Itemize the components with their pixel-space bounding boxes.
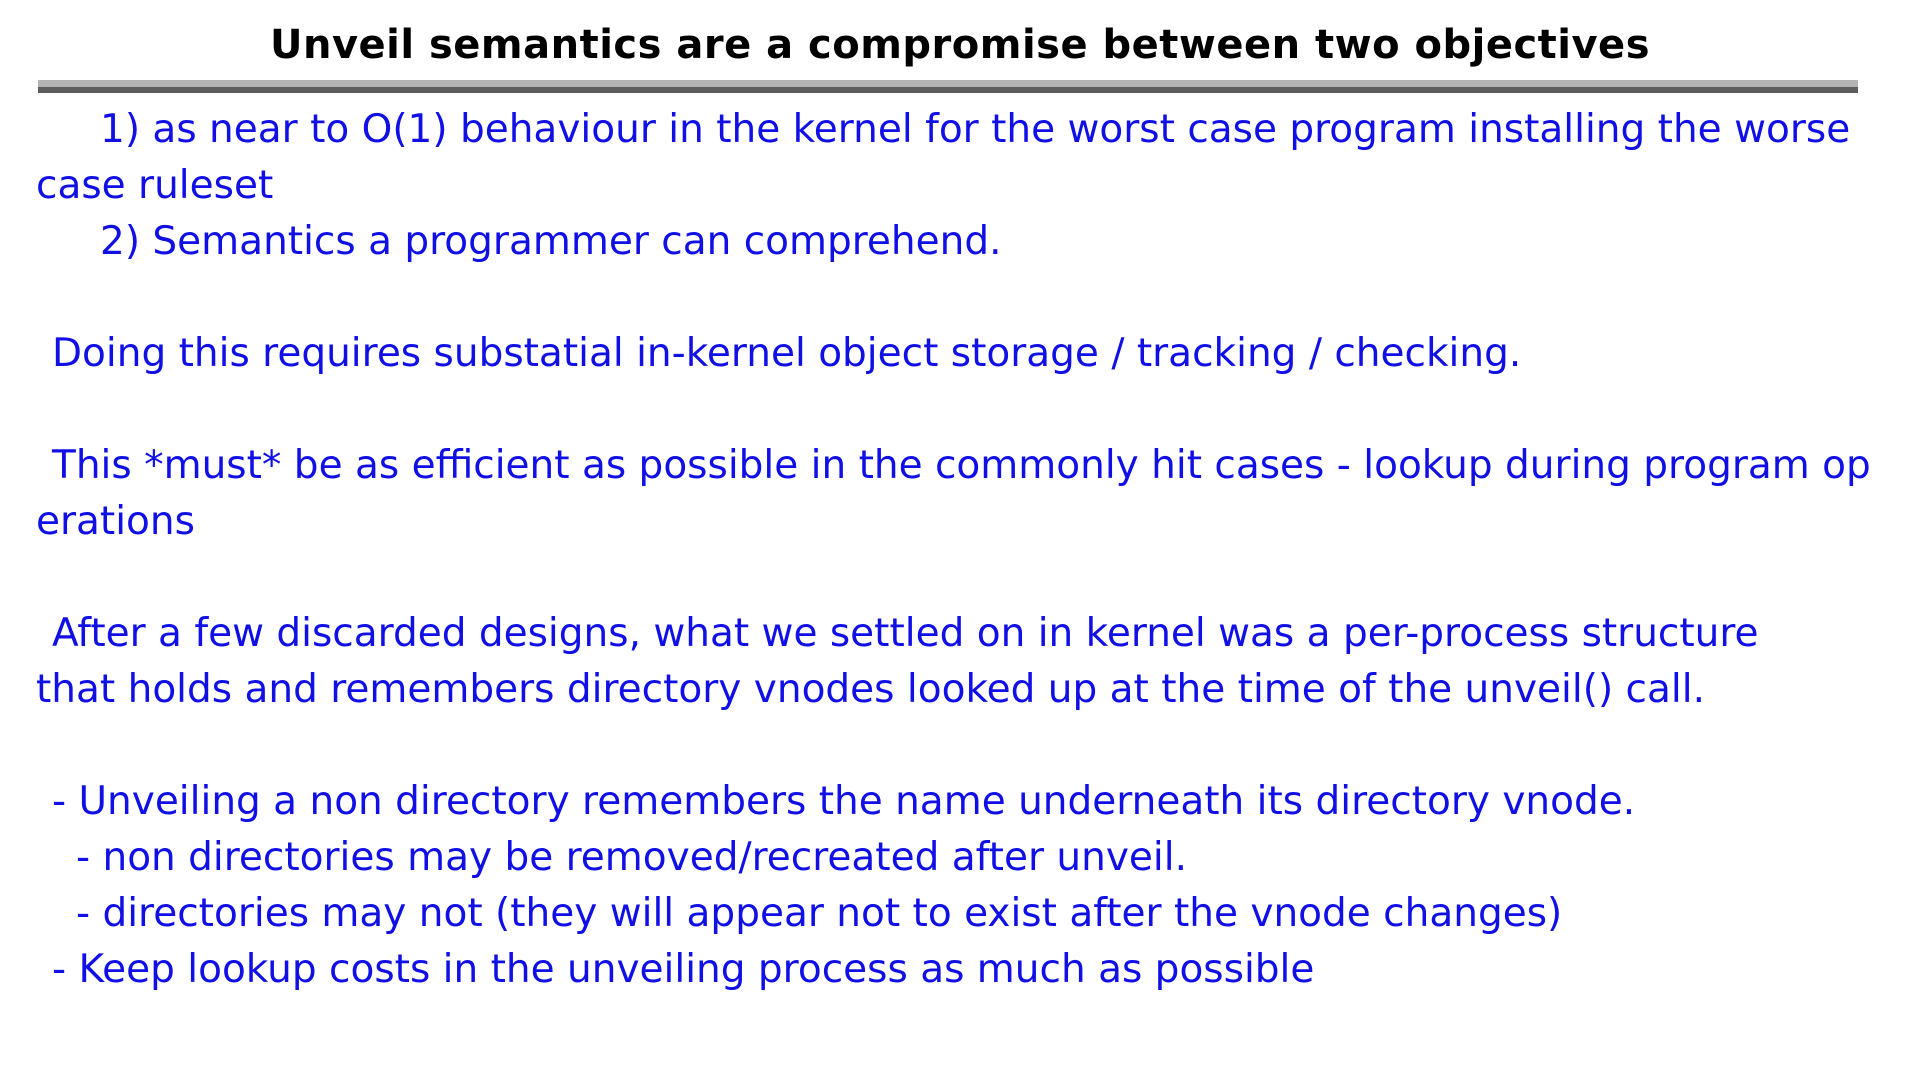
text-line: erations (36, 499, 195, 544)
text-line: - Unveiling a non directory remembers th… (52, 779, 1636, 824)
blank-line (0, 270, 1920, 326)
slide-body: 1) as near to O(1) behaviour in the kern… (0, 102, 1920, 998)
text-line: - directories may not (they will appear … (76, 891, 1563, 936)
blank-line (0, 382, 1920, 438)
slide-title: Unveil semantics are a compromise betwee… (269, 22, 1650, 68)
blank-line (0, 550, 1920, 606)
text-line: case ruleset (36, 163, 274, 208)
divider-top-band (38, 80, 1858, 87)
text-line: This *must* be as efficient as possible … (52, 443, 1871, 488)
title-divider-rule (38, 80, 1858, 93)
text-line: that holds and remembers directory vnode… (36, 667, 1705, 712)
text-line: - Keep lookup costs in the unveiling pro… (52, 947, 1315, 992)
text-line: Doing this requires substatial in-kernel… (52, 331, 1522, 376)
blank-line (0, 718, 1920, 774)
divider-bottom-band (38, 87, 1858, 93)
text-line: 2) Semantics a programmer can comprehend… (100, 219, 1002, 264)
text-line: - non directories may be removed/recreat… (76, 835, 1187, 880)
text-line: 1) as near to O(1) behaviour in the kern… (100, 107, 1851, 152)
text-line: After a few discarded designs, what we s… (52, 611, 1759, 656)
